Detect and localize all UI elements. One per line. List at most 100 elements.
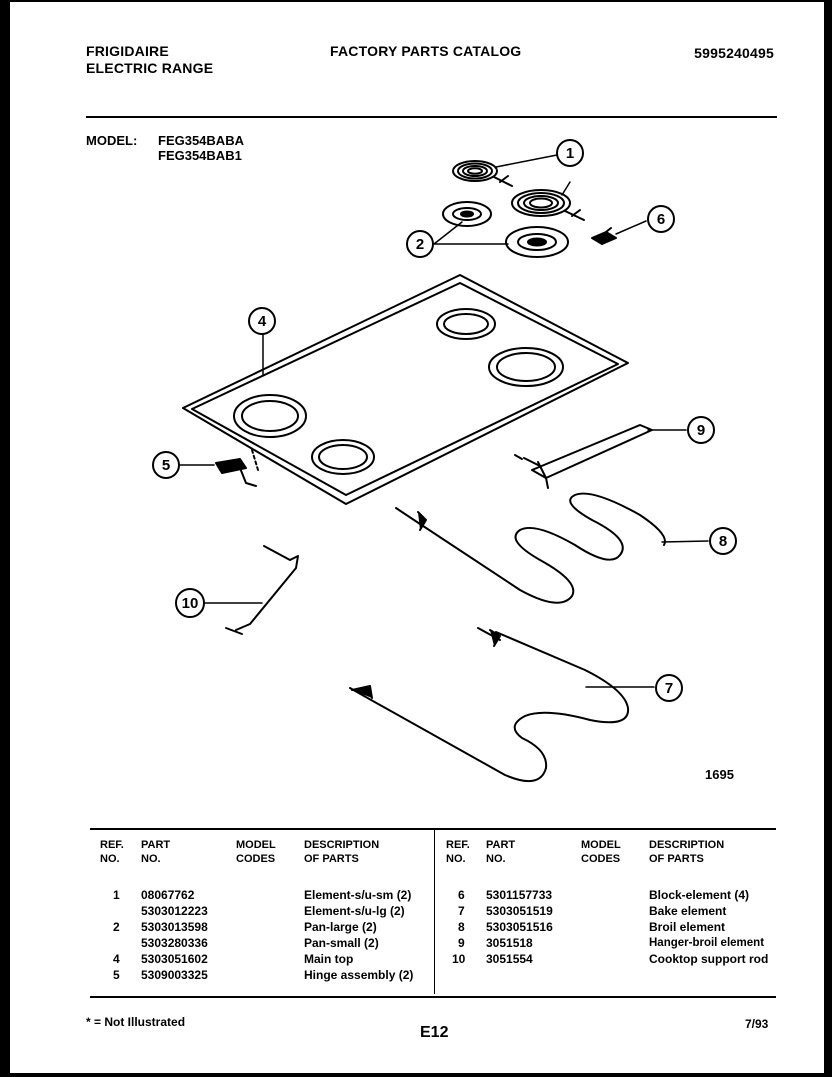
row-ref: 10	[452, 952, 466, 966]
callout-2: 2	[406, 230, 434, 258]
model-label: MODEL:	[86, 133, 138, 148]
row-desc: Block-element (4)	[649, 888, 750, 902]
product-type: ELECTRIC RANGE	[86, 60, 214, 76]
row-part: 5303012223	[141, 904, 208, 918]
header-ref-right: REF. NO.	[446, 838, 470, 866]
exploded-parts-diagram: 1 2 4 5 6 7 8 9 10	[152, 139, 737, 783]
row-desc: Hanger-broil element	[649, 937, 765, 949]
drip-pan-small	[442, 201, 492, 227]
header-model-right-line1: MODEL	[581, 839, 621, 851]
callout-8-label: 8	[719, 533, 727, 550]
header-ref-left-line1: REF.	[100, 839, 124, 851]
header-desc-left-line2: OF PARTS	[304, 853, 359, 865]
callout-9: 9	[687, 416, 715, 444]
model-block: MODEL: FEG354BABA FEG354BAB1	[86, 133, 244, 163]
header-part-left: PART NO.	[141, 838, 170, 866]
page-date: 7/93	[745, 1017, 769, 1031]
surface-element-large	[511, 189, 585, 221]
bake-element	[349, 627, 630, 783]
cooktop-support-rod	[225, 545, 299, 635]
header-model-left: MODEL CODES	[236, 838, 276, 866]
footnote: * = Not Illustrated	[86, 1015, 186, 1029]
header-ref-right-line2: NO.	[446, 853, 466, 865]
row-ref: 2	[113, 920, 120, 934]
catalog-title: FACTORY PARTS CATALOG	[330, 43, 522, 59]
page-id: E12	[420, 1024, 449, 1041]
broil-element	[395, 492, 666, 604]
header-desc-left-line1: DESCRIPTION	[304, 839, 380, 851]
header-part-left-line1: PART	[141, 839, 171, 851]
header-ref-right-line1: REF.	[446, 839, 470, 851]
callout-5-label: 5	[162, 457, 170, 474]
callout-6-label: 6	[657, 211, 665, 228]
header-part-right: PART NO.	[486, 838, 515, 866]
callout-2-label: 2	[416, 236, 424, 253]
row-desc: Pan-small (2)	[304, 936, 379, 950]
row-part: 5301157733	[486, 888, 553, 902]
diagram-code: 1695	[705, 767, 734, 782]
row-part: 5309003325	[141, 968, 208, 982]
row-desc: Main top	[304, 952, 354, 966]
callout-6: 6	[647, 205, 675, 233]
header-model-left-line2: CODES	[236, 853, 276, 865]
hinge-assembly	[215, 449, 259, 487]
header-part-right-line2: NO.	[486, 853, 506, 865]
row-ref: 4	[113, 952, 120, 966]
header-ref-left-line2: NO.	[100, 853, 120, 865]
row-part: 5303051602	[141, 952, 208, 966]
brand-name: FRIGIDAIRE	[86, 43, 169, 59]
header-ref-left: REF. NO.	[100, 838, 124, 866]
row-ref: 6	[458, 888, 465, 902]
terminal-block	[591, 227, 617, 245]
catalog-number: 5995240495	[694, 45, 774, 61]
drip-pan-large	[505, 226, 569, 258]
row-ref: 7	[458, 904, 465, 918]
header-desc-left: DESCRIPTION OF PARTS	[304, 838, 379, 866]
row-part: 5303051519	[486, 904, 553, 918]
row-part: 08067762	[141, 888, 195, 902]
callout-5: 5	[152, 451, 180, 479]
row-desc: Pan-large (2)	[304, 920, 377, 934]
broil-hanger	[514, 424, 653, 489]
row-desc: Broil element	[649, 920, 726, 934]
row-ref: 5	[113, 968, 120, 982]
row-desc: Element-s/u-lg (2)	[304, 904, 405, 918]
header-part-left-line2: NO.	[141, 853, 161, 865]
callout-7: 7	[655, 674, 683, 702]
row-part: 5303013598	[141, 920, 208, 934]
header-part-right-line1: PART	[486, 839, 516, 851]
row-part: 3051554	[486, 952, 533, 966]
callout-4-label: 4	[258, 313, 267, 330]
row-desc: Cooktop support rod	[649, 952, 769, 966]
header-model-left-line1: MODEL	[236, 839, 276, 851]
callout-9-label: 9	[697, 422, 705, 439]
leader-lines	[179, 154, 709, 688]
model-number-2: FEG354BAB1	[158, 148, 242, 163]
header-desc-right-line1: DESCRIPTION	[649, 839, 725, 851]
table-divider	[434, 828, 435, 994]
row-part: 5303280336	[141, 936, 208, 950]
header-desc-right: DESCRIPTION OF PARTS	[649, 838, 724, 866]
row-desc: Bake element	[649, 904, 727, 918]
row-part: 5303051516	[486, 920, 553, 934]
row-ref: 9	[458, 936, 465, 950]
row-desc: Hinge assembly (2)	[304, 968, 414, 982]
callout-4: 4	[248, 307, 276, 335]
callout-7-label: 7	[665, 680, 673, 697]
header-desc-right-line2: OF PARTS	[649, 853, 704, 865]
header-rule	[86, 116, 777, 118]
main-top	[182, 274, 629, 505]
callout-10-label: 10	[182, 595, 199, 612]
callout-10: 10	[175, 588, 205, 618]
row-ref: 1	[113, 888, 120, 902]
row-desc: Element-s/u-sm (2)	[304, 888, 412, 902]
brand-block: FRIGIDAIRE ELECTRIC RANGE	[86, 43, 213, 77]
parts-table	[90, 828, 776, 998]
callout-1-label: 1	[566, 145, 574, 162]
row-part: 3051518	[486, 936, 533, 950]
header-model-right: MODEL CODES	[581, 838, 621, 866]
model-number-1: FEG354BABA	[158, 133, 244, 148]
callout-1: 1	[556, 139, 584, 167]
row-ref: 8	[458, 920, 465, 934]
surface-element-small	[452, 160, 513, 187]
